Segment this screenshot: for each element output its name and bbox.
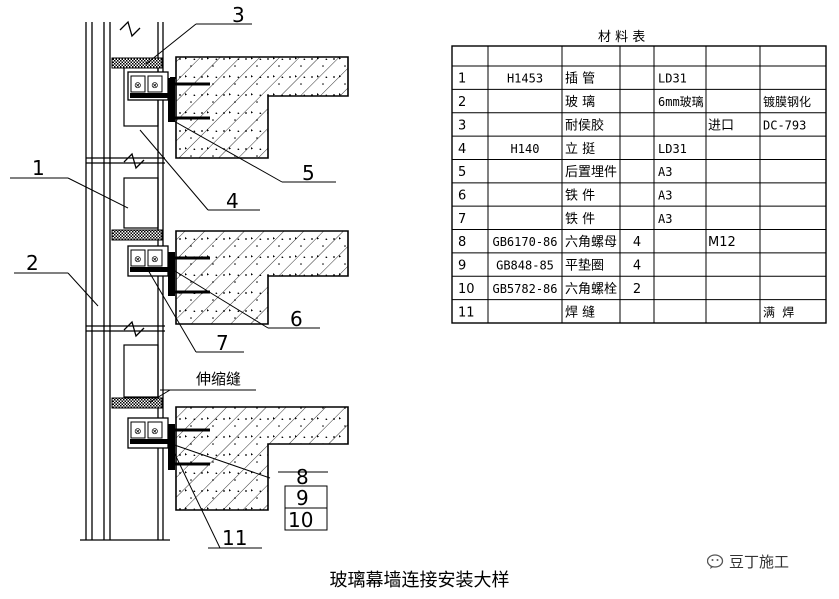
material-table-cell-name: 六角螺母 [565, 235, 617, 250]
material-table-cell-no: 11 [458, 305, 475, 320]
callout-10: 10 [288, 508, 313, 532]
material-table-cell-no: 6 [458, 189, 466, 204]
material-table-row: 2 玻 璃 6mm玻璃 镀膜钢化 [458, 95, 811, 110]
material-table-cell-spec: GB5782-86 [492, 282, 557, 296]
material-table-row: 8 GB6170-86 六角螺母 4 M12 [458, 235, 736, 250]
svg-text:⊗: ⊗ [151, 427, 159, 437]
svg-text:⊗: ⊗ [134, 81, 142, 91]
drawing-caption: 玻璃幕墙连接安装大样 [329, 570, 510, 591]
callout-9: 9 [296, 486, 309, 510]
material-table-cell-spec: H140 [511, 142, 540, 156]
slab-assembly-top: ⊗ ⊗ [111, 56, 349, 159]
material-table-cell-mark: M12 [708, 235, 736, 250]
material-table-cell-mat: 6mm玻璃 [658, 95, 704, 109]
material-table-row: 1 H1453 插 管 LD31 [458, 72, 687, 87]
material-table-cell-note: 镀膜钢化 [763, 95, 811, 109]
callout-6: 6 [290, 307, 303, 331]
material-table-cell-note: 满 焊 [763, 304, 794, 319]
material-table-cell-qty: 4 [633, 259, 641, 274]
material-table-cell-mat: A3 [658, 212, 672, 226]
chat-bubble-icon [707, 553, 724, 569]
material-table-cell-mat: LD31 [658, 72, 687, 86]
callout-1: 1 [32, 156, 45, 180]
material-table-cell-mat: A3 [658, 165, 672, 179]
callout-labels: 3 1 2 4 5 6 7 伸缩缝 8 9 10 11 [26, 3, 315, 550]
material-table-title: 材 料 表 [598, 30, 645, 45]
material-table-cell-name: 铁 件 [565, 189, 595, 204]
material-table-cell-name: 立 挺 [565, 142, 595, 157]
svg-text:⊗: ⊗ [151, 255, 159, 265]
material-table-cell-qty: 4 [633, 235, 641, 250]
material-table-row: 10 GB5782-86 六角螺栓 2 [458, 282, 641, 297]
material-table-row: 5 后置埋件 A3 [458, 165, 672, 180]
material-table-cell-no: 2 [458, 95, 466, 110]
material-table: 材 料 表 1 H1453 插 管 LD31 2 玻 璃 6mm玻璃 镀膜钢化 3 耐侯胶 进口 DC… [451, 30, 827, 324]
material-table-cell-name: 玻 璃 [565, 95, 595, 110]
material-table-cell-name: 插 管 [565, 72, 595, 87]
material-table-grid [451, 45, 827, 324]
material-table-cell-no: 7 [458, 212, 466, 227]
callout-2: 2 [26, 251, 39, 275]
material-table-cell-note: DC-793 [763, 118, 806, 132]
material-table-cell-name: 六角螺栓 [565, 282, 617, 297]
svg-text:⊗: ⊗ [151, 81, 159, 91]
callout-11: 11 [222, 526, 247, 550]
callout-4: 4 [226, 189, 239, 213]
material-table-cell-no: 5 [458, 165, 466, 180]
material-table-cell-name: 耐侯胶 [565, 117, 604, 133]
slab-assembly-bottom: ⊗ ⊗ [111, 397, 349, 511]
svg-text:⊗: ⊗ [134, 255, 142, 265]
material-table-cell-name: 平垫圈 [565, 258, 604, 274]
material-table-row: 6 铁 件 A3 [458, 189, 672, 204]
callout-5: 5 [302, 161, 315, 185]
material-table-cell-name: 后置埋件 [565, 165, 617, 180]
material-table-row: 7 铁 件 A3 [458, 212, 672, 227]
callout-3: 3 [232, 3, 245, 27]
material-table-cell-name: 铁 件 [565, 212, 595, 227]
material-table-cell-mat: A3 [658, 189, 672, 203]
svg-text:⊗: ⊗ [134, 427, 142, 437]
glass-and-mullion-lines [80, 20, 170, 541]
leader-lines [10, 23, 336, 549]
material-table-cell-no: 1 [458, 72, 466, 87]
material-table-cell-qty: 2 [633, 282, 641, 297]
callout-expansion-joint: 伸缩缝 [196, 370, 241, 388]
material-table-row: 9 GB848-85 平垫圈 4 [458, 258, 641, 274]
material-table-cell-spec: H1453 [507, 72, 543, 86]
material-table-row: 3 耐侯胶 进口 DC-793 [458, 117, 806, 133]
material-table-cell-no: 8 [458, 235, 466, 250]
material-table-row: 11 焊 缝 满 焊 [458, 304, 794, 320]
material-table-cell-name: 焊 缝 [565, 304, 595, 320]
callout-7: 7 [216, 331, 229, 355]
material-table-cell-mat: LD31 [658, 142, 687, 156]
material-table-cell-no: 9 [458, 259, 466, 274]
callout-8: 8 [296, 465, 309, 489]
material-table-row: 4 H140 立 挺 LD31 [458, 142, 687, 157]
slab-assembly-middle: ⊗ ⊗ [111, 229, 349, 325]
material-table-cell-spec: GB848-85 [496, 259, 554, 273]
watermark-text: 豆丁施工 [729, 553, 790, 571]
material-table-cell-no: 3 [458, 118, 466, 133]
material-table-cell-no: 10 [458, 282, 475, 297]
watermark: 豆丁施工 [707, 551, 789, 572]
material-table-cell-spec: GB6170-86 [492, 235, 557, 249]
material-table-cell-mark: 进口 [708, 118, 734, 133]
material-table-cell-no: 4 [458, 142, 466, 157]
